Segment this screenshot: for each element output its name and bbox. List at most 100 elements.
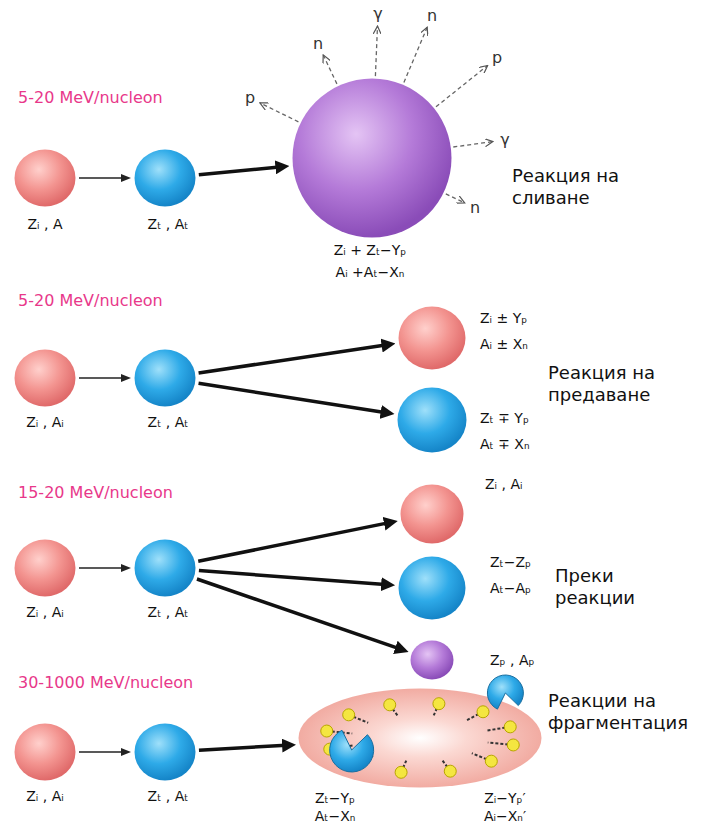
energy-label: 5-20 MeV/nucleon — [18, 88, 163, 107]
nucleus-circle: Zᵢ , A — [14, 149, 76, 207]
circle-shape — [134, 539, 196, 597]
nucleus-label: Zᵢ + Zₜ−Yₚ — [334, 242, 407, 259]
nucleon-dot — [485, 755, 497, 767]
reaction-arrow — [198, 523, 388, 561]
circle-shape — [134, 149, 196, 207]
nucleus-circle: Zᵢ , Aᵢ — [14, 723, 76, 781]
nucleon-dot — [343, 709, 355, 721]
nucleus-body — [15, 540, 76, 597]
nucleon-dot — [384, 699, 396, 711]
nucleus-label: Zₜ−Zₚ — [490, 554, 531, 571]
particle-label: p — [245, 88, 255, 107]
particle-label: n — [427, 6, 437, 25]
nucleus-fragment — [487, 675, 523, 709]
particle-label: γ — [500, 130, 509, 149]
nucleus-circle: Zₜ ∓ YₚAₜ ∓ Xₙ — [397, 387, 467, 453]
nucleus-body — [15, 724, 76, 781]
particle-label: n — [313, 34, 323, 53]
fragmentation-cloud: Zₜ−YₚAₜ−XₙZᵢ−Yₚ′Aᵢ−Xₙ′ — [298, 688, 542, 788]
nucleus-label: Aᵢ−Xₙ′ — [484, 808, 526, 825]
particle-label: n — [470, 198, 480, 217]
energy-label: 30-1000 MeV/nucleon — [18, 673, 193, 692]
nucleon-dot — [395, 766, 407, 778]
energy-label: 15-20 MeV/nucleon — [18, 483, 173, 502]
nucleon-dot — [444, 765, 456, 777]
nucleus-label: Zₜ , Aₜ — [148, 604, 189, 621]
reaction-name: Реакции на фрагментация — [548, 690, 688, 733]
circle-shape — [398, 556, 466, 620]
nucleus-label: Aᵢ ± Xₙ — [480, 336, 528, 353]
circle-shape — [14, 539, 76, 597]
nucleus-circle: Zᵢ , Aᵢ — [400, 484, 464, 544]
energy-label: 5-20 MeV/nucleon — [18, 291, 163, 310]
cloud-shape — [298, 688, 542, 788]
nucleus-circle: Zₜ , Aₜ — [134, 723, 196, 781]
nucleus-body — [399, 307, 466, 370]
nucleus-label: Zₚ , Aₚ — [490, 652, 535, 669]
nucleus-body — [15, 150, 76, 207]
reaction-name: Преки реакции — [555, 565, 660, 608]
nucleus-label: Zₜ−Yₚ — [315, 790, 355, 807]
nucleus-body — [399, 557, 466, 620]
approach-arrow — [79, 377, 125, 379]
circle-shape — [14, 349, 76, 407]
circle-shape — [397, 387, 467, 453]
nucleus-body — [15, 350, 76, 407]
circle-shape — [14, 723, 76, 781]
approach-arrow — [79, 177, 125, 179]
circle-shape — [400, 484, 464, 544]
nucleon-dot — [433, 698, 445, 710]
nucleus-label: Zᵢ , Aᵢ — [26, 604, 64, 621]
nucleus-circle: Zₚ , Aₚ — [410, 640, 454, 680]
emission-arrow — [323, 55, 337, 84]
nucleon-dot — [504, 721, 516, 733]
particle-label: γ — [373, 4, 382, 23]
reaction-arrow — [197, 579, 399, 649]
emission-arrow — [260, 103, 299, 122]
emission-arrow — [404, 27, 427, 82]
nucleus-body — [411, 641, 454, 680]
nucleus-body — [398, 388, 467, 453]
nucleus-circle: Zᵢ , Aᵢ — [14, 539, 76, 597]
reaction-arrow — [199, 383, 385, 412]
nucleus-fragment — [330, 730, 374, 772]
nucleus-body — [135, 540, 196, 597]
nucleus-body — [293, 79, 452, 238]
circle-shape — [398, 306, 466, 370]
particle-label: p — [492, 48, 502, 67]
nucleus-label: Zₜ , Aₜ — [148, 414, 189, 431]
nucleus-label: Zₜ , Aₜ — [148, 788, 189, 805]
nucleus-label: Aₜ ∓ Xₙ — [480, 436, 530, 453]
cloud-body — [299, 689, 542, 788]
emission-arrow — [446, 194, 465, 203]
nucleon-dot — [321, 725, 333, 737]
reaction-arrow — [199, 345, 386, 373]
circle-shape — [14, 149, 76, 207]
circle-shape — [134, 349, 196, 407]
nucleus-label: Zᵢ , Aᵢ — [26, 414, 64, 431]
nucleus-circle: Zₜ , Aₜ — [134, 149, 196, 207]
reaction-name: Реакция на сливане — [512, 165, 652, 208]
nucleus-label: Aᵢ +Aₜ−Xₙ — [336, 264, 405, 281]
approach-arrow — [79, 567, 125, 569]
nucleus-label: Aₜ−Aₚ — [490, 580, 531, 597]
circle-shape — [292, 78, 452, 238]
nucleus-label: Aₜ−Xₙ — [315, 808, 356, 825]
nucleus-label: Zᵢ−Yₚ′ — [484, 790, 526, 807]
circle-shape — [134, 723, 196, 781]
nucleus-circle: Zₜ−ZₚAₜ−Aₚ — [398, 556, 466, 620]
nucleus-body — [135, 724, 196, 781]
reaction-name: Реакция на предаване — [548, 362, 688, 405]
reaction-arrow — [199, 167, 280, 175]
nucleus-label: Zᵢ , A — [27, 216, 62, 233]
nucleon-dot — [477, 706, 489, 718]
circle-shape — [410, 640, 454, 680]
emission-arrow — [375, 26, 377, 76]
nucleus-label: Zᵢ ± Yₚ — [480, 310, 527, 327]
nucleus-label: Zₜ ∓ Yₚ — [480, 410, 529, 427]
nucleus-body — [135, 350, 196, 407]
nucleus-circle: Zₜ , Aₜ — [134, 539, 196, 597]
approach-arrow — [79, 751, 125, 753]
nucleus-body — [401, 485, 464, 544]
